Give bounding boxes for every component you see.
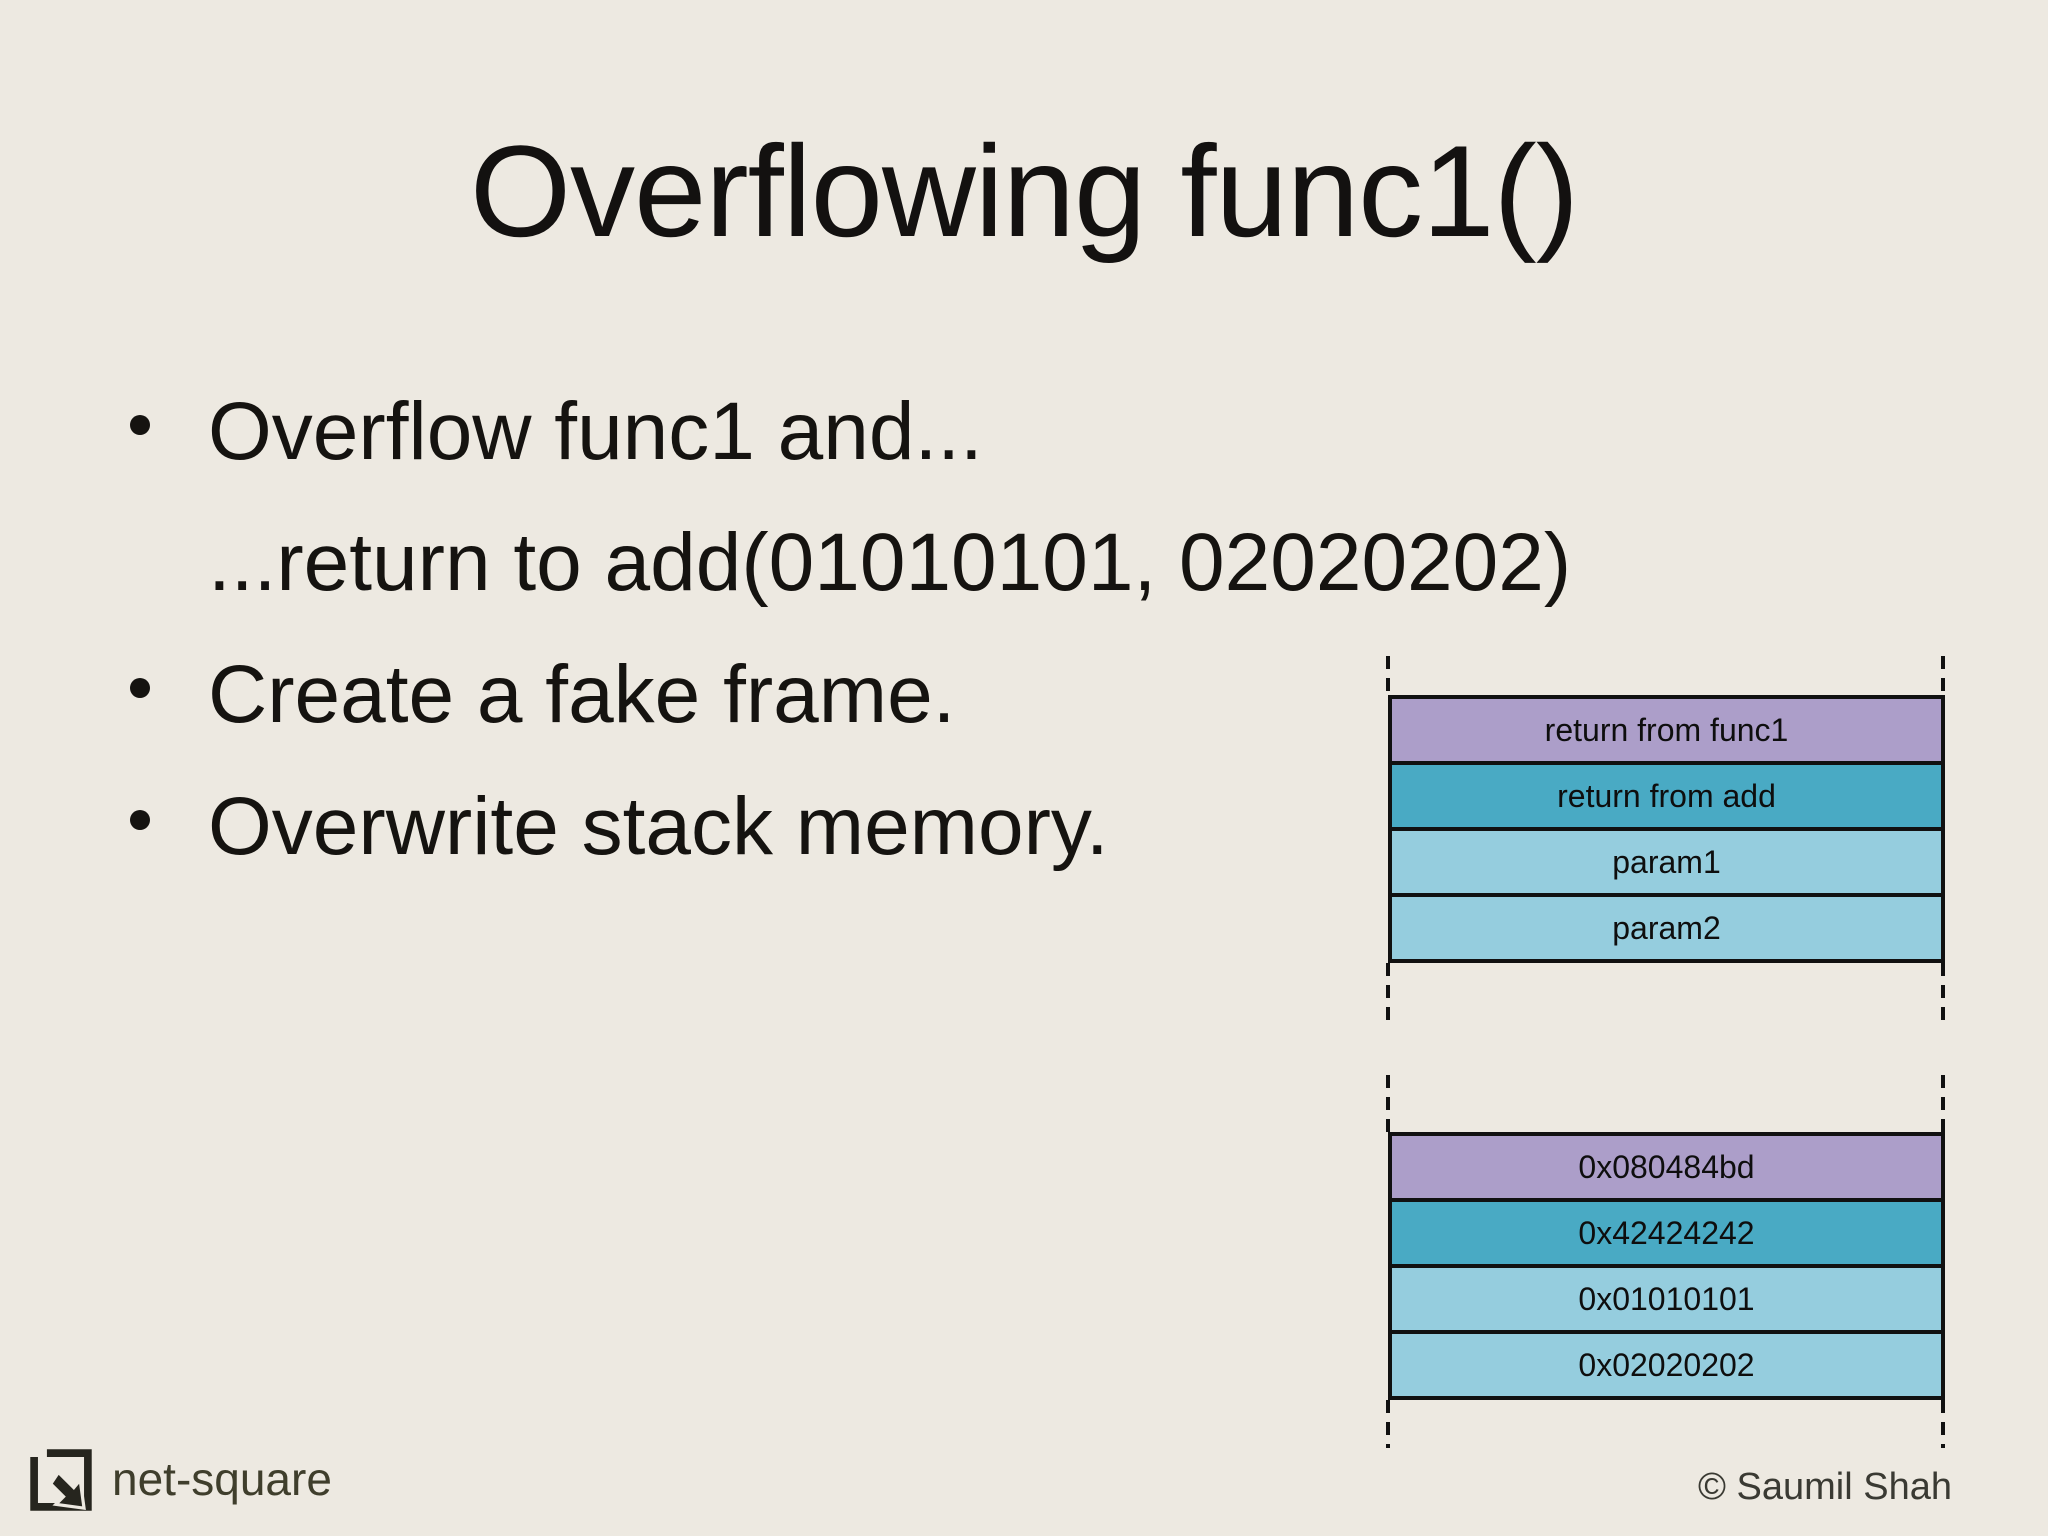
stack-row-label: 0x42424242 bbox=[1578, 1214, 1755, 1251]
stack-values-diagram: 0x080484bd 0x42424242 0x01010101 0x02020… bbox=[1388, 1132, 1945, 1400]
stack-continuation-dash bbox=[1386, 963, 1390, 1023]
stack-frame-diagram: return from func1 return from add param1… bbox=[1388, 695, 1945, 963]
slide-title: Overflowing func1() bbox=[469, 118, 1579, 264]
stack-row-label: return from func1 bbox=[1544, 711, 1789, 748]
stack-continuation-dash bbox=[1386, 656, 1390, 695]
bullet-text: Overflow func1 and... bbox=[208, 386, 983, 477]
stack-row: 0x01010101 bbox=[1392, 1268, 1941, 1334]
stack-row: 0x080484bd bbox=[1392, 1136, 1941, 1202]
stack-row-label: 0x080484bd bbox=[1578, 1148, 1755, 1185]
bullet-marker bbox=[130, 810, 150, 830]
stack-continuation-dash bbox=[1941, 656, 1945, 695]
bullet-marker bbox=[130, 678, 150, 698]
stack-row: param2 bbox=[1392, 897, 1941, 959]
stack-continuation-dash bbox=[1386, 1400, 1390, 1448]
copyright-text: © Saumil Shah bbox=[1697, 1466, 1952, 1508]
bullet-marker bbox=[130, 415, 150, 435]
stack-row: param1 bbox=[1392, 831, 1941, 897]
brand-name: net-square bbox=[112, 1453, 332, 1505]
stack-row: return from add bbox=[1392, 765, 1941, 831]
bullet-text: Overwrite stack memory. bbox=[208, 781, 1109, 872]
stack-continuation-dash bbox=[1386, 1075, 1390, 1132]
stack-row: 0x02020202 bbox=[1392, 1334, 1941, 1396]
stack-row: return from func1 bbox=[1392, 699, 1941, 765]
stack-continuation-dash bbox=[1941, 1075, 1945, 1132]
net-square-logo-icon bbox=[30, 1449, 92, 1511]
stack-row-label: return from add bbox=[1557, 777, 1776, 814]
stack-continuation-dash bbox=[1941, 963, 1945, 1023]
stack-row-label: 0x01010101 bbox=[1578, 1280, 1755, 1317]
bullet-text: Create a fake frame. bbox=[208, 649, 956, 740]
stack-row-label: param2 bbox=[1612, 909, 1721, 946]
stack-row-label: param1 bbox=[1612, 843, 1721, 880]
stack-row-label: 0x02020202 bbox=[1578, 1346, 1755, 1383]
bullet-continuation-text: ...return to add(01010101, 02020202) bbox=[208, 517, 1572, 608]
stack-row: 0x42424242 bbox=[1392, 1202, 1941, 1268]
stack-continuation-dash bbox=[1941, 1400, 1945, 1448]
